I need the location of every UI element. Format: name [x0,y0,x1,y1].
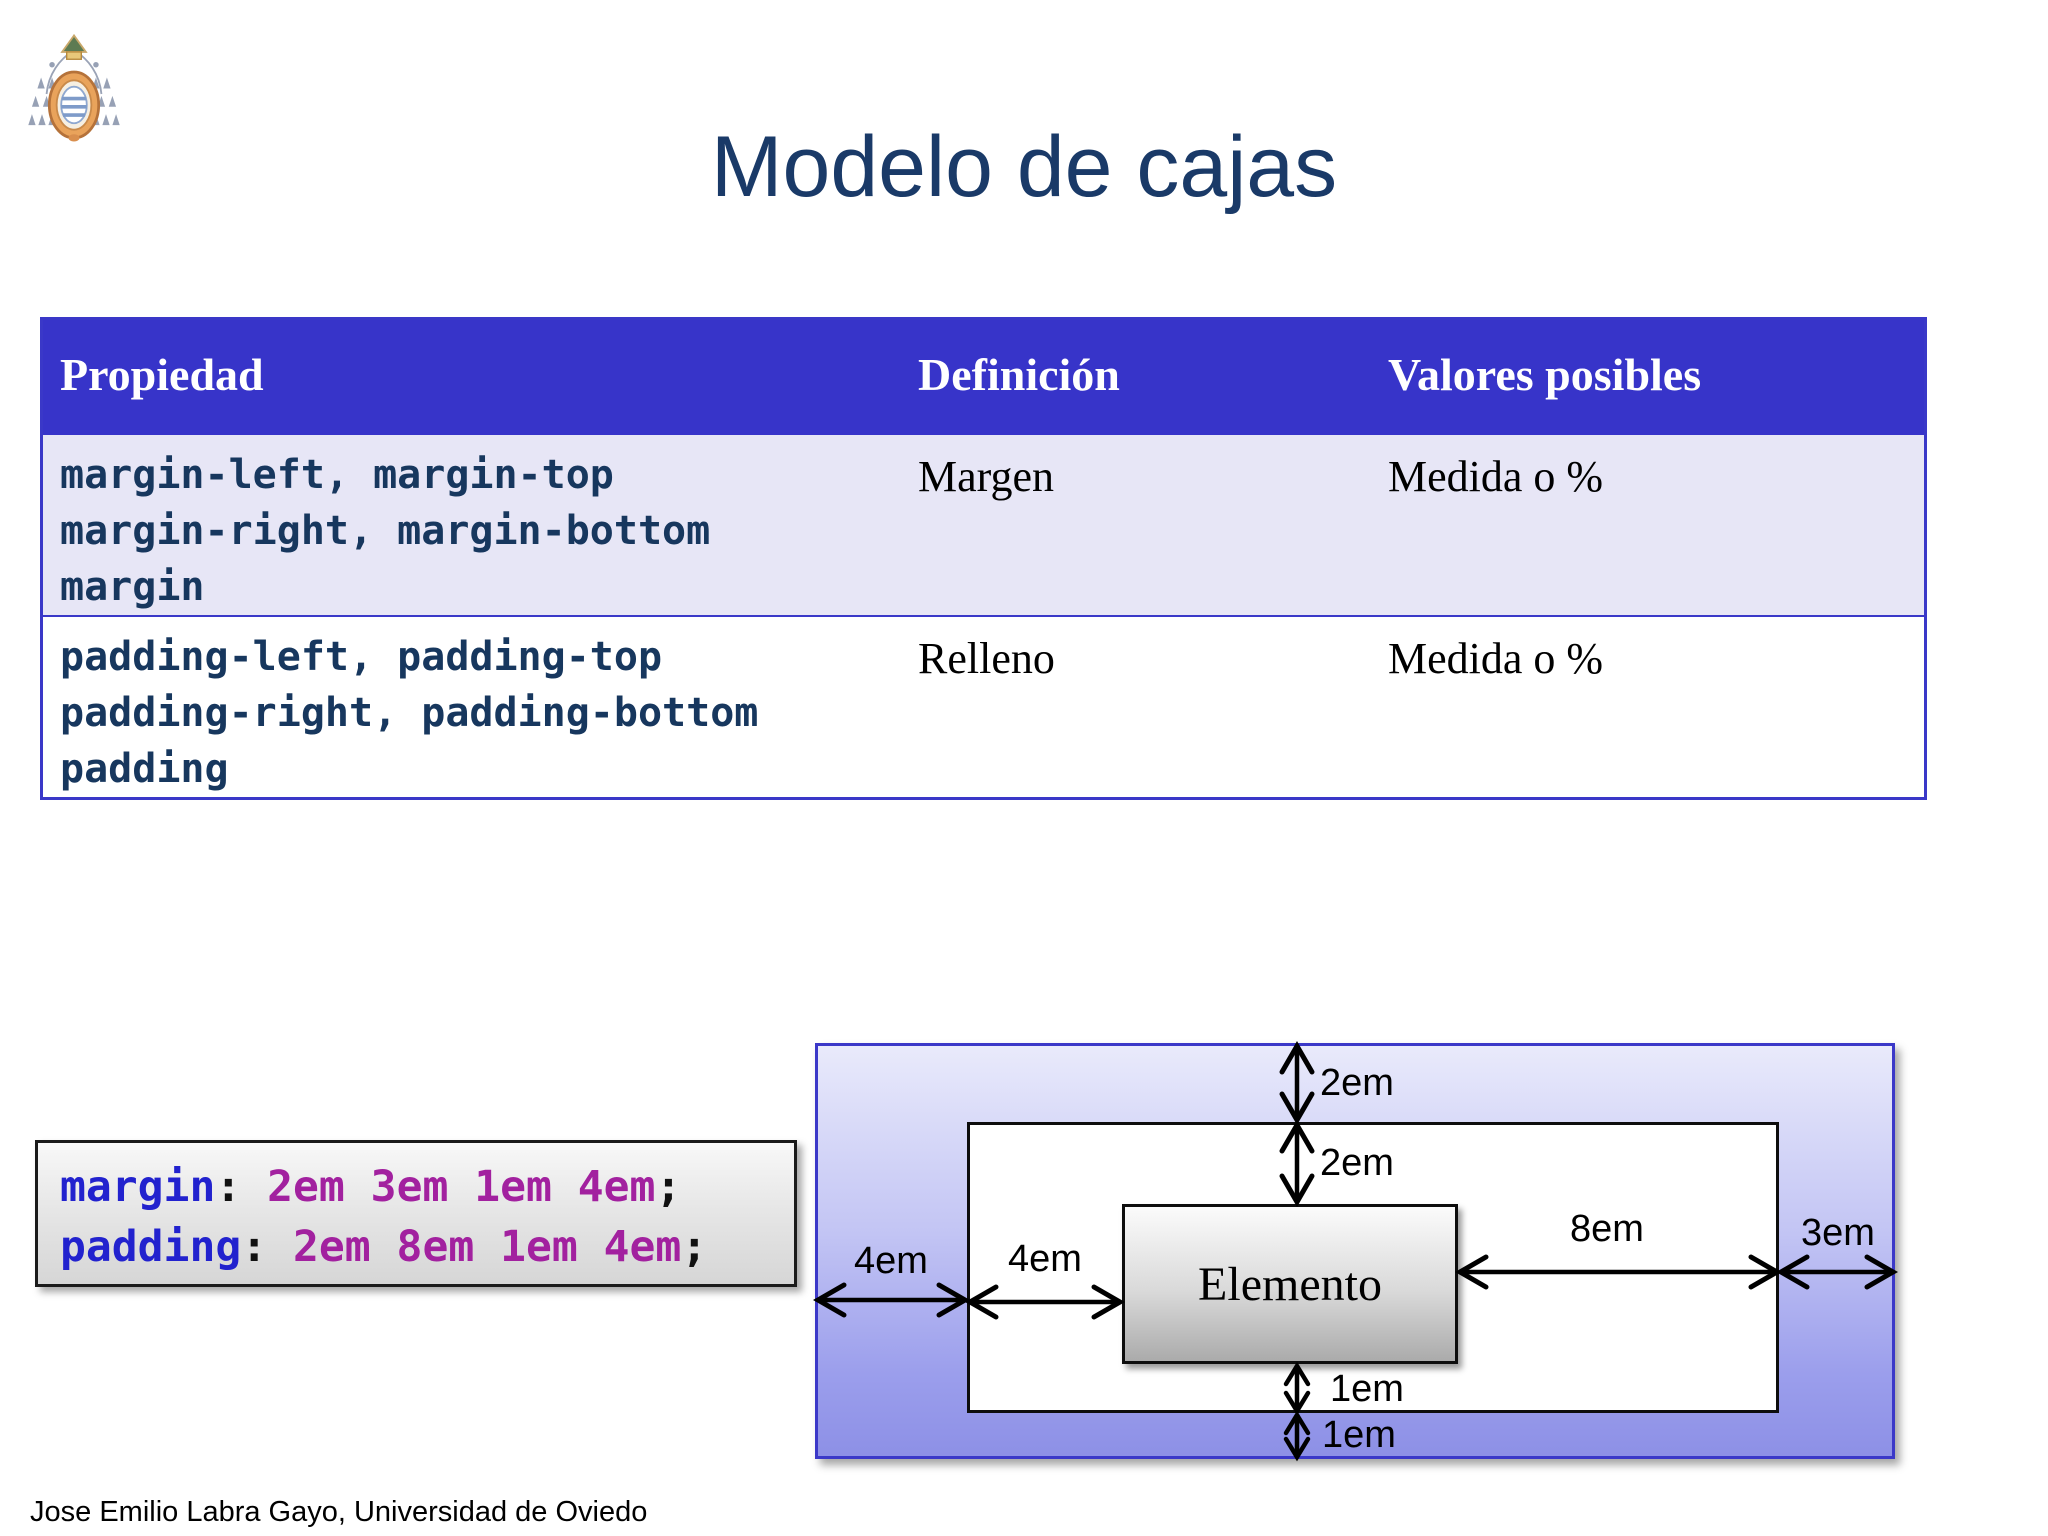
diagram-element-label: Elemento [1198,1257,1382,1311]
margin-right-label: 3em [1801,1212,1875,1254]
margin-properties-cell: margin-left, margin-top margin-right, ma… [43,435,908,615]
page-title: Modelo de cajas [710,119,1338,215]
padding-values-cell: Medida o % [1388,634,1604,683]
code-terminator: ; [655,1162,682,1212]
css-code-box: margin: 2em 3em 1em 4em; padding: 2em 8e… [35,1140,797,1287]
margin-values-cell: Medida o % [1388,452,1604,501]
code-separator: : [241,1222,293,1272]
padding-top-label: 2em [1320,1142,1394,1184]
margin-properties-line: margin [60,564,205,610]
code-line-margin: margin: 2em 3em 1em 4em; [60,1157,794,1217]
padding-definition-cell: Relleno [918,634,1055,683]
code-separator: : [215,1162,268,1212]
padding-bottom-label: 1em [1330,1368,1404,1410]
code-keyword: padding [60,1222,242,1272]
university-logo [28,33,120,142]
margin-definition-cell: Margen [918,452,1055,501]
code-line-padding: padding: 2em 8em 1em 4em; [60,1217,794,1277]
crest-mitre [60,33,88,60]
code-value: 2em 3em 1em 4em [267,1162,656,1212]
table-header-propiedad: Propiedad [60,349,264,400]
padding-properties-line: padding-left, padding-top [60,634,663,680]
code-keyword: margin [60,1162,216,1212]
margin-left-label: 4em [854,1240,928,1282]
properties-table: Propiedad Definición Valores posibles ma… [40,317,1927,800]
margin-properties-line: margin-right, margin-bottom [60,508,711,554]
table-row-margin: margin-left, margin-top margin-right, ma… [43,435,1924,617]
table-header-definicion: Definición [918,349,1120,400]
margin-properties-line: margin-left, margin-top [60,452,614,498]
margin-top-label: 2em [1320,1062,1394,1104]
diagram-element-box: Elemento [1122,1204,1458,1364]
code-value: 2em 8em 1em 4em [293,1222,682,1272]
footer-author: Jose Emilio Labra Gayo, Universidad de O… [30,1496,648,1528]
padding-right-label: 8em [1570,1208,1644,1250]
table-header-valores: Valores posibles [1388,349,1702,400]
code-terminator: ; [681,1222,708,1272]
crest-globe [47,70,101,142]
padding-properties-line: padding [60,746,229,792]
table-row-padding: padding-left, padding-top padding-right,… [43,617,1924,797]
padding-properties-line: padding-right, padding-bottom [60,690,759,736]
padding-properties-cell: padding-left, padding-top padding-right,… [43,617,908,797]
padding-left-label: 4em [1008,1238,1082,1280]
margin-bottom-label: 1em [1322,1414,1396,1456]
table-header-row: Propiedad Definición Valores posibles [43,320,1924,435]
